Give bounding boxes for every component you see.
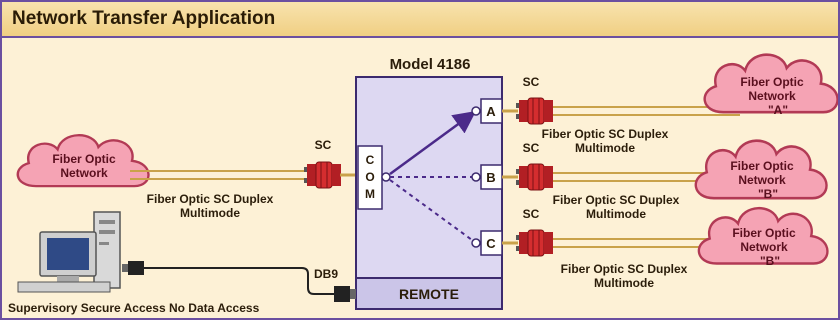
remote-label: REMOTE (399, 286, 459, 302)
diagram-title: Network Transfer Application (12, 8, 276, 29)
fiber-network-cloud-b: Fiber Optic Network "B" (694, 139, 828, 201)
port-c-label: C (486, 236, 496, 251)
computer-caption: Supervisory Secure Access No Data Access (8, 301, 260, 315)
cloud-c-line3: "B" (760, 254, 780, 268)
sc-label-a: SC (523, 75, 540, 89)
cloud-c-line2: Network (740, 240, 788, 254)
fiber-cable-left (130, 170, 308, 180)
cable-a-label-line2: Multimode (575, 141, 635, 155)
db9-connector (334, 286, 356, 302)
title-bar: Network Transfer Application (2, 2, 838, 38)
sc-connector-a (515, 97, 554, 125)
cloud-b-line3: "B" (758, 187, 778, 201)
com-letter-c: C (366, 153, 375, 167)
cloud-b-line1: Fiber Optic (730, 159, 794, 173)
cable-b-label-line1: Fiber Optic SC Duplex (553, 193, 680, 207)
cable-c-label-line2: Multimode (594, 276, 654, 290)
cloud-left-line2: Network (60, 166, 108, 180)
port-a-label: A (486, 104, 496, 119)
sc-label-c: SC (523, 207, 540, 221)
com-pivot (381, 172, 391, 182)
sc-connector-left (303, 161, 342, 189)
fiber-network-cloud-a: Fiber Optic Network "A" (703, 53, 838, 117)
switch-path-c (389, 179, 473, 241)
cloud-a-line3: "A" (768, 103, 788, 117)
port-b-label: B (486, 170, 495, 185)
cloud-c-line1: Fiber Optic (732, 226, 796, 240)
fiber-cable-c (553, 238, 720, 248)
computer-icon (17, 211, 121, 293)
sc-label-left: SC (315, 138, 332, 152)
cloud-b-line2: Network (738, 173, 786, 187)
cable-c-label-line1: Fiber Optic SC Duplex (561, 262, 688, 276)
fiber-cable-b (553, 172, 720, 182)
cloud-left-line1: Fiber Optic (52, 152, 116, 166)
sc-label-b: SC (523, 141, 540, 155)
db9-cable (122, 261, 338, 295)
cable-b-label-line2: Multimode (586, 207, 646, 221)
cable-a-label-line1: Fiber Optic SC Duplex (542, 127, 669, 141)
fiber-network-cloud-left: Fiber Optic Network (16, 133, 150, 188)
cloud-a-line1: Fiber Optic (740, 75, 804, 89)
com-letter-m: M (365, 187, 375, 201)
com-letter-o: O (365, 170, 374, 184)
switch-path-a (389, 111, 477, 176)
device-model-label: Model 4186 (390, 56, 471, 73)
cable-left-label-line1: Fiber Optic SC Duplex (147, 192, 274, 206)
cable-left-label-line2: Multimode (180, 206, 240, 220)
cloud-a-line2: Network (748, 89, 796, 103)
sc-connector-c (515, 229, 554, 257)
fiber-network-cloud-c: Fiber Optic Network "B" (697, 206, 829, 268)
sc-connector-b (515, 163, 554, 191)
db9-label: DB9 (314, 267, 338, 281)
